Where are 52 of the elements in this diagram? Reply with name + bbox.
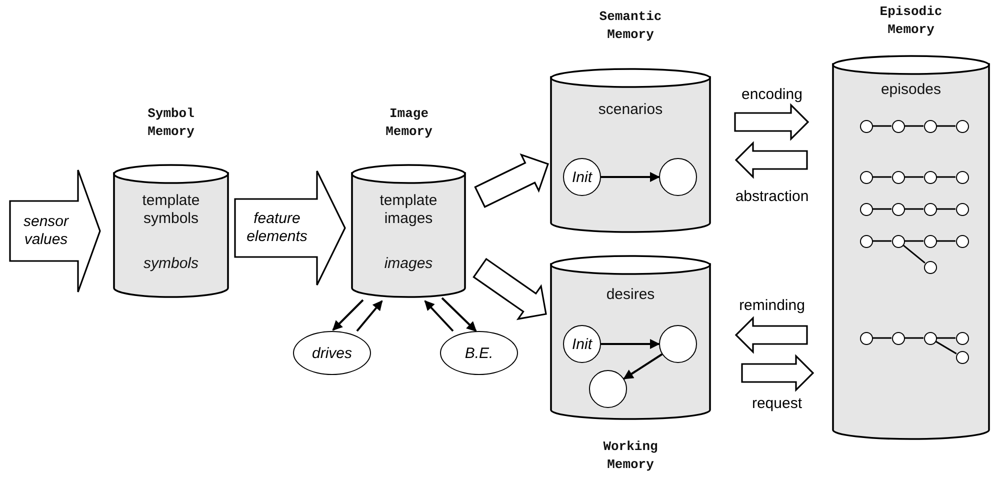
cylinder-label: template images	[378, 192, 438, 228]
edge-label: request	[750, 395, 804, 413]
block-arrow	[474, 153, 550, 208]
memory-heading: Symbol Memory	[146, 105, 196, 141]
connector-line	[872, 125, 892, 127]
connector-line	[936, 208, 956, 210]
connector-line	[936, 240, 956, 242]
connector-line	[904, 176, 924, 178]
state-ellipse: B.E.	[440, 331, 518, 375]
connector-line	[904, 337, 924, 339]
block-arrow	[9, 169, 101, 293]
arrow	[332, 299, 364, 331]
arrow	[601, 339, 660, 349]
connector-line	[872, 337, 892, 339]
edge-label: feature elements	[246, 210, 308, 246]
cylinder-label: template symbols	[141, 192, 201, 228]
connector-line	[904, 208, 924, 210]
cylinder-label: episodes	[880, 81, 942, 99]
block-arrow	[734, 141, 808, 179]
connector-line	[902, 244, 926, 264]
block-arrow	[741, 354, 814, 392]
cylinder-label: symbols	[142, 255, 200, 273]
memory-heading: Working Memory	[602, 438, 659, 474]
edge-label: abstraction	[734, 188, 810, 206]
block-arrow	[734, 103, 810, 141]
cylinder-label: images	[383, 255, 434, 273]
connector-line	[935, 340, 957, 354]
memory-heading: Semantic Memory	[598, 8, 663, 44]
connector-line	[872, 176, 892, 178]
connector-line	[872, 208, 892, 210]
block-arrow	[472, 258, 547, 320]
connector-line	[904, 125, 924, 127]
state-ellipse: drives	[293, 331, 371, 375]
arrow	[441, 297, 477, 332]
connector-line	[936, 125, 956, 127]
memory-heading: Image Memory	[384, 105, 434, 141]
connector-line	[936, 337, 956, 339]
arrow	[623, 353, 663, 380]
cylinder-label: desires	[605, 286, 656, 304]
cylinder-label: scenarios	[597, 101, 664, 119]
block-arrow	[234, 170, 346, 286]
connector-line	[904, 240, 924, 242]
connector-line	[872, 240, 892, 242]
arrow	[601, 172, 660, 182]
block-arrow	[734, 316, 808, 354]
edge-label: sensor values	[22, 213, 70, 249]
edge-label: reminding	[738, 297, 806, 315]
arrow	[356, 300, 383, 332]
connector-line	[936, 176, 956, 178]
edge-label: encoding	[740, 86, 804, 104]
arrow	[424, 300, 454, 332]
memory-heading: Episodic Memory	[878, 3, 944, 39]
